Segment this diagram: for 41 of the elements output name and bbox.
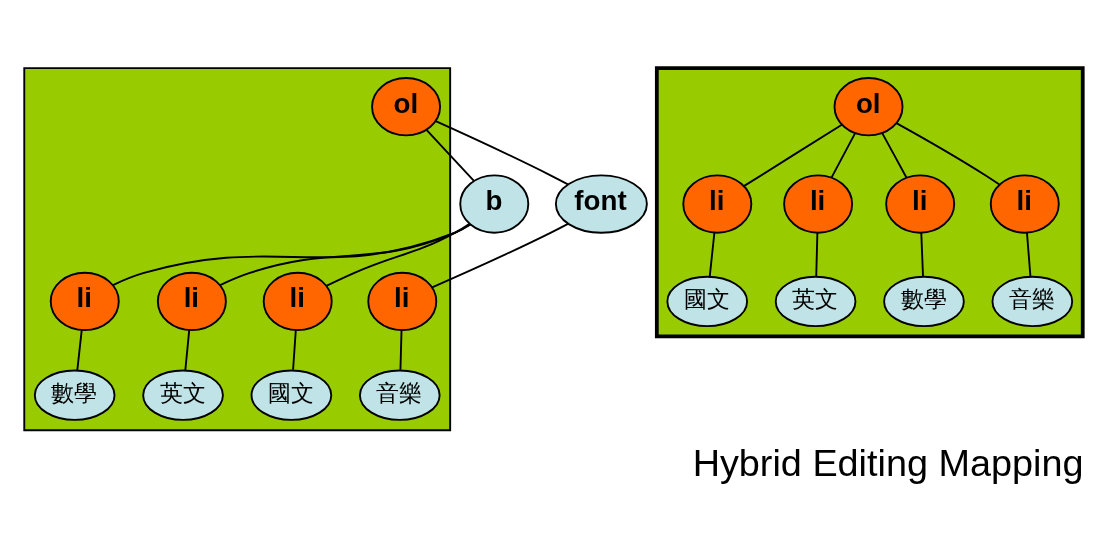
node-ellipse: ol: [371, 77, 442, 137]
connector: [708, 231, 716, 278]
connector: [434, 120, 569, 186]
connector: [830, 132, 856, 179]
cluster: [654, 66, 1085, 339]
connector: [399, 329, 403, 371]
node-ellipse: li: [783, 174, 854, 234]
node-ellipse: li: [49, 271, 120, 332]
node-ellipse: li: [156, 271, 227, 332]
node-ellipse: li: [367, 271, 438, 332]
cluster: [23, 67, 452, 432]
connector: [112, 223, 472, 286]
caption: Hybrid Editing Mapping: [692, 441, 1084, 484]
node-ellipse: b: [459, 174, 530, 234]
node-ellipse: li: [989, 174, 1060, 234]
node-ellipse: li: [885, 174, 956, 234]
connector: [815, 231, 819, 278]
connector: [292, 329, 297, 371]
node-ellipse: 音樂: [991, 275, 1074, 328]
node-ellipse: 數學: [33, 369, 116, 421]
node-ellipse: ol: [833, 77, 904, 137]
node-ellipse: font: [554, 174, 648, 234]
connector: [920, 231, 924, 278]
connector: [895, 122, 1001, 186]
connector: [425, 129, 475, 182]
connector: [219, 223, 471, 287]
connector: [325, 222, 471, 287]
connector: [743, 123, 843, 187]
connector: [1026, 231, 1032, 278]
connector: [431, 222, 569, 289]
node-ellipse: 數學: [883, 275, 965, 328]
node-ellipse: 國文: [250, 369, 333, 421]
connector: [184, 329, 191, 372]
node-ellipse: 英文: [142, 369, 224, 421]
node-ellipse: 音樂: [358, 369, 441, 421]
connector: [76, 329, 83, 372]
node-ellipse: 英文: [774, 275, 857, 328]
node-ellipse: 國文: [666, 275, 749, 328]
node-ellipse: li: [262, 271, 333, 332]
connector: [881, 131, 908, 179]
node-ellipse: li: [682, 174, 753, 234]
